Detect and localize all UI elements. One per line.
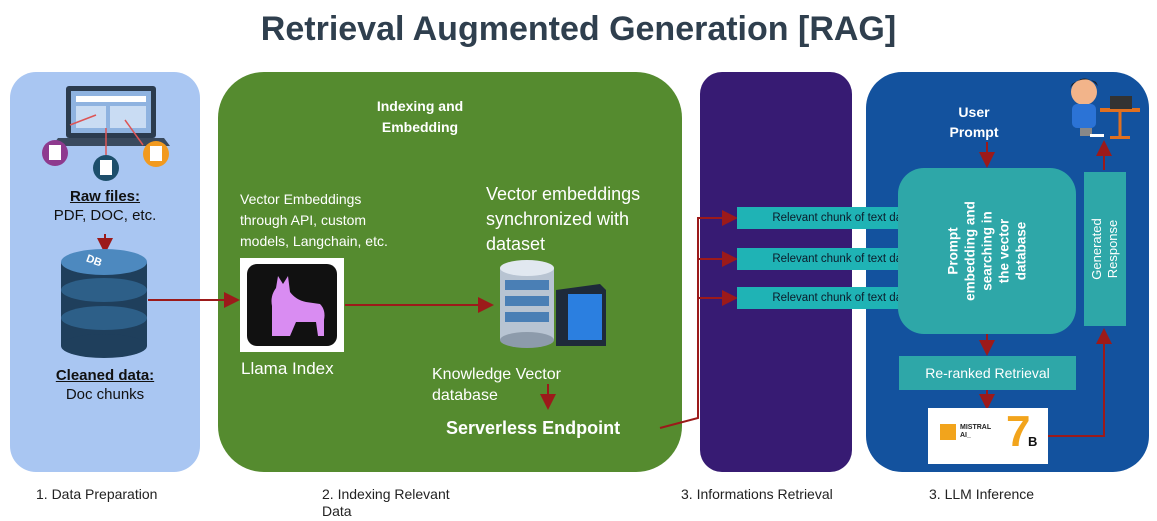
mistral-b: B — [1028, 434, 1038, 449]
api-embeddings-text: Vector Embeddings through API, custom mo… — [240, 189, 388, 252]
user-prompt-line2: Prompt — [949, 124, 999, 140]
caption-indexing: 2. Indexing Relevant Data — [322, 486, 450, 520]
cleaned-data-title: Cleaned data: — [55, 367, 155, 384]
embed-line1: Prompt — [945, 227, 961, 275]
caption-llm-inference: 3. LLM Inference — [929, 486, 1035, 502]
reranked-retrieval-block: Re-ranked Retrieval — [899, 356, 1076, 390]
prompt-embedding-block: Prompt embedding and searching in the ve… — [898, 168, 1076, 334]
kvdb-line1: Knowledge Vector — [432, 366, 561, 383]
relevant-chunk-2: Relevant chunk of text data — [737, 248, 947, 270]
mistral-wordmark: MISTRAL AI_ — [960, 424, 992, 439]
api-text-line1: Vector Embeddings — [240, 191, 362, 207]
sync-text-line2: synchronized with — [486, 209, 630, 229]
cleaned-data-subtitle: Doc chunks — [65, 386, 145, 403]
sync-text-line3: dataset — [486, 234, 546, 254]
page-title: Retrieval Augmented Generation [RAG] — [260, 10, 897, 48]
kvdb-line2: database — [432, 387, 498, 404]
llama-index-icon — [240, 258, 344, 352]
api-text-line3: models, Langchain, etc. — [240, 233, 388, 249]
caption-data-preparation: 1. Data Preparation — [36, 486, 158, 502]
laptop-icon — [52, 86, 170, 146]
embed-line2: embedding and — [962, 201, 978, 301]
generated-line2: Response — [1105, 219, 1120, 279]
generated-response-block: Generated Response — [1084, 172, 1126, 326]
embed-line5: database — [1013, 221, 1029, 281]
sync-text: Vector embeddings synchronized with data… — [486, 182, 640, 257]
indexing-header-line1: Indexing and — [376, 98, 464, 114]
user-prompt-line1: User — [958, 104, 990, 120]
knowledge-vector-db-label: Knowledge Vector database — [432, 364, 561, 406]
llama-index-label: Llama Index — [241, 359, 334, 378]
sync-text-line1: Vector embeddings — [486, 184, 641, 204]
generated-response-text: Generated Response — [1089, 179, 1121, 319]
raw-files-title: Raw files: — [69, 188, 141, 205]
mistral-7b-logo: MISTRAL AI_ 7 B — [928, 408, 1048, 464]
relevant-chunk-1: Relevant chunk of text data — [737, 207, 947, 229]
indexing-header: Indexing and Embedding — [360, 96, 480, 138]
embed-line4: the vector — [996, 218, 1012, 284]
serverless-endpoint-label: Serverless Endpoint — [446, 418, 621, 438]
file-icons — [42, 114, 169, 181]
vector-database-icon — [500, 260, 606, 348]
embed-line3: searching in — [979, 211, 995, 291]
raw-files-subtitle: PDF, DOC, etc. — [53, 207, 157, 224]
indexing-header-line2: Embedding — [381, 119, 459, 135]
retrieval-panel — [700, 72, 852, 472]
generated-line1: Generated — [1089, 218, 1104, 280]
caption-indexing-line1: 2. Indexing Relevant — [322, 486, 450, 502]
user-prompt-label: User Prompt — [944, 102, 1004, 142]
user-at-desk-icon — [1070, 78, 1140, 139]
relevant-chunk-3: Relevant chunk of text data — [737, 287, 947, 309]
prompt-embedding-text: Prompt embedding and searching in the ve… — [945, 171, 1030, 331]
caption-retrieval: 3. Informations Retrieval — [681, 486, 833, 502]
api-text-line2: through API, custom — [240, 212, 367, 228]
mistral-m-mark — [940, 424, 956, 440]
mistral-seven: 7 — [1006, 407, 1031, 456]
caption-indexing-line2: Data — [322, 503, 352, 519]
database-icon — [61, 249, 147, 358]
